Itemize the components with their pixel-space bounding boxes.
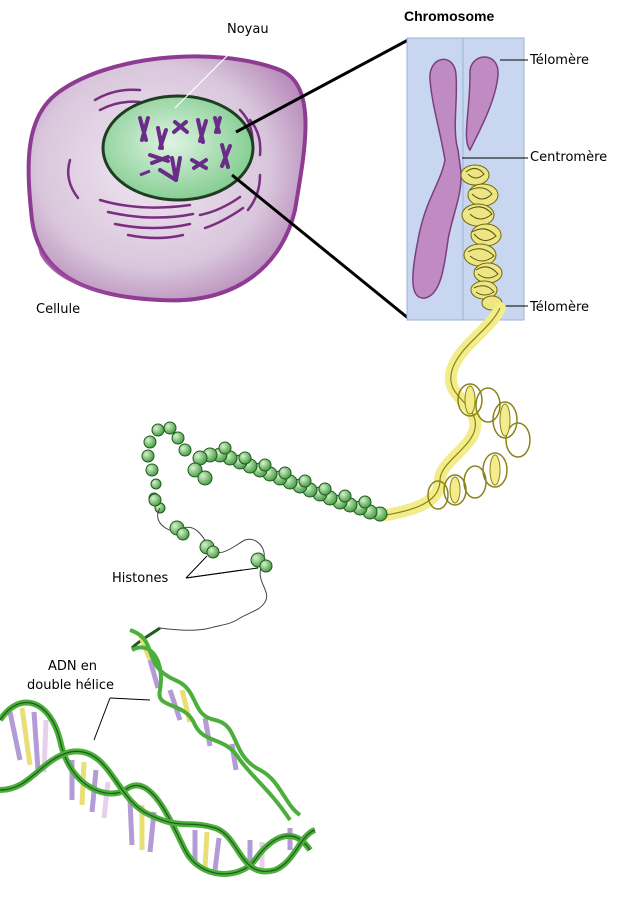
adn-label-line1: ADN en: [48, 659, 97, 674]
chromosome-title: Chromosome: [404, 8, 494, 24]
chromatin-fiber: [380, 308, 530, 516]
centromere-label: Centromère: [530, 150, 607, 165]
cellule-label: Cellule: [36, 302, 80, 317]
cell: [29, 56, 306, 300]
telomere-bottom-label: Télomère: [530, 300, 589, 315]
histones-label: Histones: [112, 571, 168, 586]
histones-leaders: [186, 556, 258, 578]
noyau-label: Noyau: [227, 22, 269, 37]
chromosome-panel: [407, 38, 524, 320]
telomere-top-label: Télomère: [530, 53, 589, 68]
histone-string: [149, 494, 272, 630]
adn-label-line2: double hélice: [27, 678, 114, 693]
nucleosome-fiber: [142, 422, 387, 521]
